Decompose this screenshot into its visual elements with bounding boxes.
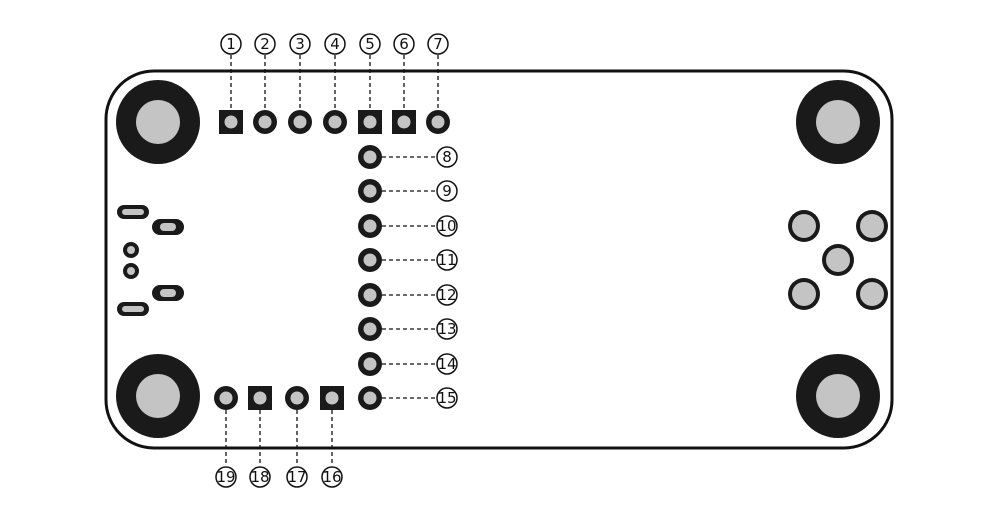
pin-18-callout: 18	[249, 466, 271, 488]
pin-7-callout: 7	[427, 33, 449, 55]
pin-11-pad	[358, 248, 382, 272]
pin-number-label: 9	[442, 182, 452, 200]
pin-11-callout: 11	[436, 249, 458, 271]
pin-16-callout: 16	[321, 466, 343, 488]
pin-number-label: 14	[437, 355, 456, 373]
pin-number-label: 10	[437, 217, 456, 235]
pin-number-label: 7	[433, 35, 443, 53]
pin-3-pad	[288, 110, 312, 134]
pin-number-label: 18	[250, 468, 269, 486]
pin-19-callout: 19	[215, 466, 237, 488]
pin-number-label: 3	[295, 35, 305, 53]
mounting-hole-top-left	[116, 80, 200, 164]
pin-15-pad	[358, 386, 382, 410]
pin-number-label: 4	[330, 35, 340, 53]
right-pin-column: 8 9 10 11 12 13 14 15	[358, 145, 458, 410]
bottom-pin-row: 19 18 17 16	[214, 386, 344, 488]
pin-8-pad	[358, 145, 382, 169]
pin-13-pad	[358, 317, 382, 341]
pin-3-callout: 3	[289, 33, 311, 55]
pin-4-pad	[323, 110, 347, 134]
pin-1-pad	[219, 110, 243, 134]
pin-number-label: 11	[437, 251, 456, 269]
pin-number-label: 19	[216, 468, 235, 486]
pin-1-callout: 1	[220, 33, 242, 55]
left-connector	[117, 205, 184, 316]
cluster-pad	[856, 278, 888, 310]
pin-number-label: 13	[437, 320, 456, 338]
top-pin-row: 1 2 3 4 5 6 7	[219, 33, 450, 134]
pin-number-label: 2	[260, 35, 270, 53]
pin-number-label: 12	[437, 286, 456, 304]
pin-number-label: 1	[226, 35, 236, 53]
pin-17-pad	[285, 386, 309, 410]
pin-number-label: 8	[442, 148, 452, 166]
pin-number-label: 17	[287, 468, 306, 486]
pin-10-pad	[358, 214, 382, 238]
pin-number-label: 16	[322, 468, 341, 486]
pin-8-callout: 8	[436, 146, 458, 168]
pin-18-pad	[248, 386, 272, 410]
pin-12-pad	[358, 283, 382, 307]
pin-7-pad	[426, 110, 450, 134]
pin-14-callout: 14	[436, 353, 458, 375]
mounting-hole-bottom-left	[116, 354, 200, 438]
cluster-pad	[856, 210, 888, 242]
pin-9-callout: 9	[436, 180, 458, 202]
pin-6-callout: 6	[393, 33, 415, 55]
pin-14-pad	[358, 352, 382, 376]
pin-6-pad	[392, 110, 416, 134]
pin-5-callout: 5	[359, 33, 381, 55]
mounting-hole-bottom-right	[796, 354, 880, 438]
pin-9-pad	[358, 179, 382, 203]
pin-4-callout: 4	[324, 33, 346, 55]
pin-2-callout: 2	[254, 33, 276, 55]
pin-2-pad	[253, 110, 277, 134]
pin-19-pad	[214, 386, 238, 410]
pin-number-label: 5	[365, 35, 375, 53]
cluster-pad	[788, 278, 820, 310]
pin-10-callout: 10	[436, 215, 458, 237]
pin-number-label: 6	[399, 35, 409, 53]
cluster-pad	[822, 244, 854, 276]
pin-13-callout: 13	[436, 318, 458, 340]
mounting-hole-top-right	[796, 80, 880, 164]
pin-16-pad	[320, 386, 344, 410]
pin-number-label: 15	[437, 389, 456, 407]
board-outline	[104, 69, 894, 450]
pin-15-callout: 15	[436, 387, 458, 409]
pin-5-pad	[358, 110, 382, 134]
pin-12-callout: 12	[436, 284, 458, 306]
right-pad-cluster	[788, 210, 888, 310]
cluster-pad	[788, 210, 820, 242]
pin-17-callout: 17	[286, 466, 308, 488]
